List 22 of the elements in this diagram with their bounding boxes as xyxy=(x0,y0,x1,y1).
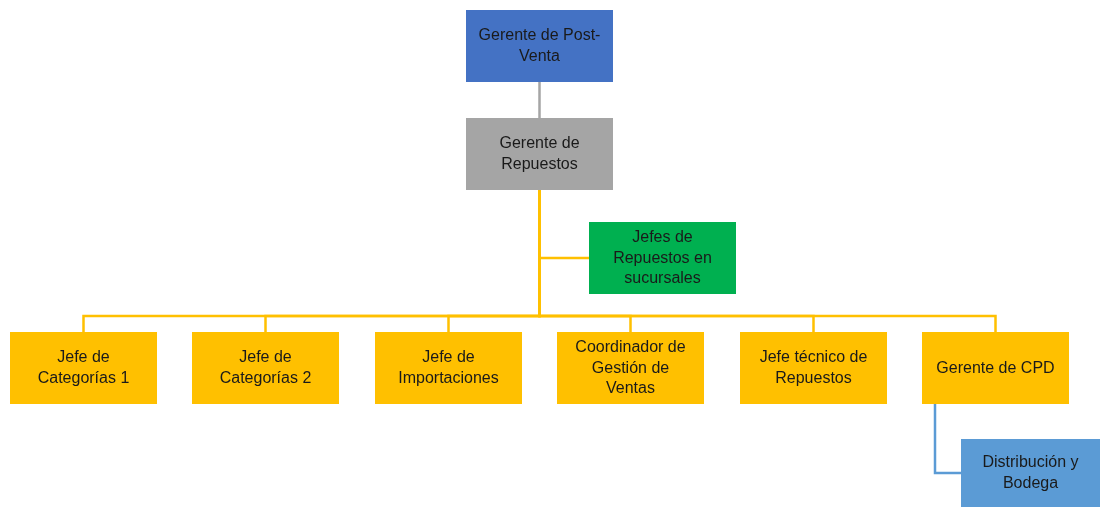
org-box xyxy=(466,118,613,190)
connector-line xyxy=(538,82,541,118)
org-box xyxy=(961,439,1100,507)
org-box xyxy=(466,10,613,82)
org-box xyxy=(375,332,522,404)
role-title: Gerente de Post-Venta xyxy=(478,25,601,66)
role-title: Jefe de Categorías 1 xyxy=(36,347,131,388)
role-title: Jefe de Importaciones xyxy=(397,347,500,388)
org-box xyxy=(10,332,157,404)
role-title: Jefe de Categorías 2 xyxy=(218,347,313,388)
role-title: Gerente de CPD xyxy=(936,357,1055,378)
org-box xyxy=(589,222,736,294)
role-title: Jefe técnico de Repuestos xyxy=(758,347,869,388)
role-title: Coordinador de Gestión de Ventas xyxy=(574,336,687,399)
org-box xyxy=(922,332,1069,404)
connector-line xyxy=(933,404,961,475)
org-box xyxy=(557,332,704,404)
role-title: Distribución y Bodega xyxy=(981,452,1080,493)
role-title: Jefes de Repuestos en sucursales xyxy=(612,226,713,289)
org-box xyxy=(740,332,887,404)
org-box xyxy=(192,332,339,404)
role-title: Gerente de Repuestos xyxy=(498,133,581,174)
